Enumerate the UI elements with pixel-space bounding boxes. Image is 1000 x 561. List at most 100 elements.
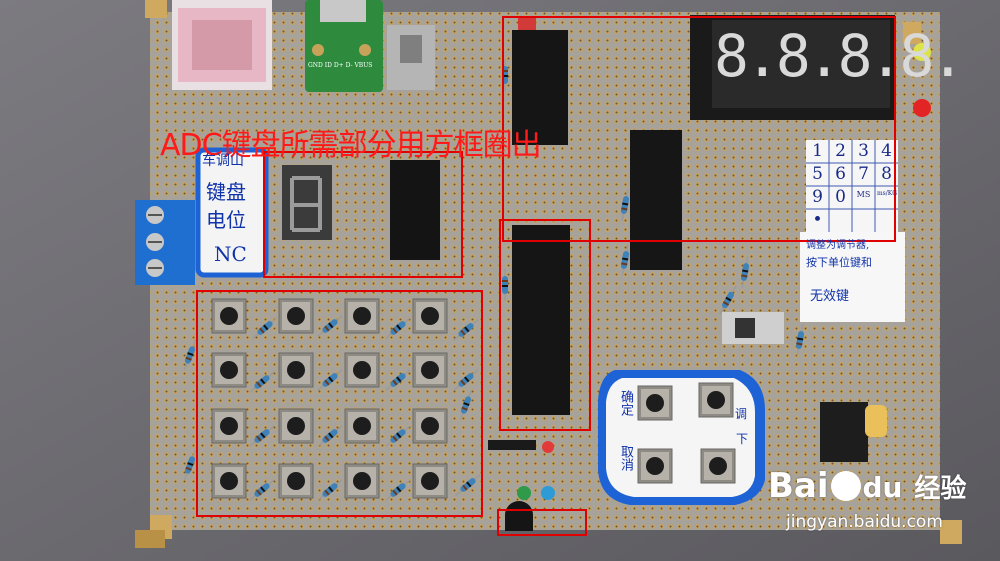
small-dip-ic [390, 160, 440, 260]
left-label-top: 车调山 [202, 153, 244, 169]
keypad-cell: 6 [835, 164, 846, 184]
leds [517, 43, 931, 500]
tactile-button [412, 463, 448, 499]
resistor [453, 369, 479, 391]
resistor [249, 479, 275, 501]
tactile-button [278, 298, 314, 334]
keypad-cell: 8 [881, 164, 892, 184]
note-label-paper [800, 232, 905, 322]
middle-dip-ic [630, 130, 682, 270]
keypad-cell: MS [856, 190, 871, 199]
tactile-button [278, 352, 314, 388]
resistor [317, 369, 343, 391]
annotation-label: ADC键盘所需部分用方框圈出 [160, 128, 542, 163]
tactile-button [344, 408, 380, 444]
keypad-cell: 5 [812, 164, 823, 184]
tactile-button [412, 352, 448, 388]
tactile-button [278, 408, 314, 444]
keypad-cell: 7 [858, 164, 869, 184]
note-line3: 无效键 [810, 289, 850, 304]
microcontroller-ic [512, 225, 570, 415]
note-line2: 按下单位键和 [806, 256, 872, 269]
display-digits: 8.8.8.8. [714, 22, 965, 90]
resistor [620, 244, 630, 276]
resistor [183, 339, 197, 371]
watermark-brand-text: Bai [768, 466, 829, 506]
resistor [795, 324, 805, 356]
single-seven-segment [282, 165, 332, 240]
keypad-cell: 0 [835, 187, 846, 207]
buzzer-module [820, 402, 887, 462]
resistor [252, 317, 278, 339]
note-line1: 调整为调节器, [806, 240, 870, 251]
micro-usb-module [305, 0, 383, 92]
resistor [719, 285, 737, 315]
standoffs [135, 0, 962, 548]
right-mark-2: 调 [735, 407, 748, 421]
tactile-button [344, 352, 380, 388]
tactile-button [344, 463, 380, 499]
watermark-brand-cn: 经验 [914, 474, 967, 504]
resistor [385, 317, 411, 339]
resistor [249, 371, 275, 393]
tactile-button [412, 408, 448, 444]
confirm-label: 确定 [618, 390, 633, 416]
tactile-button [211, 352, 247, 388]
usb-pin-labels: GND ID D+ D- VBUS [308, 62, 373, 69]
resistor [502, 269, 508, 301]
tactile-button [637, 448, 673, 484]
keypad-cell: 9 [812, 187, 823, 207]
keypad-cell: 2 [835, 141, 846, 161]
usb-b-connector [172, 0, 272, 90]
side-switch [722, 312, 784, 344]
resistor [249, 425, 275, 447]
annotation-boxes [196, 16, 896, 536]
pin-header [488, 440, 536, 450]
resistor [740, 256, 750, 288]
keypad-label-paper [806, 140, 898, 232]
keypad-cell: 4 [881, 141, 892, 161]
resistor [183, 449, 197, 481]
top-dip-ic [512, 18, 568, 145]
resistor [455, 474, 481, 496]
resistor [385, 479, 411, 501]
transistor [505, 501, 533, 531]
resistor [459, 389, 473, 421]
four-digit-display [690, 15, 895, 120]
tactile-button [211, 463, 247, 499]
keypad-cell: • [812, 210, 823, 230]
tactile-button-grid [211, 298, 448, 499]
right-tactile-buttons [637, 382, 736, 484]
resistor [385, 369, 411, 391]
tactile-button [637, 385, 673, 421]
tactile-button [211, 298, 247, 334]
resistor [620, 189, 630, 221]
keypad-cell: ms/KG [876, 190, 898, 197]
left-label-line1: 键盘 [206, 180, 246, 204]
cancel-label: 取消 [618, 445, 633, 471]
keypad-cell: 1 [812, 141, 823, 161]
screw-terminal [135, 200, 195, 285]
resistor [317, 425, 343, 447]
watermark-url: jingyan.baidu.com [786, 512, 943, 532]
watermark-brand-suffix: du [862, 471, 903, 504]
tactile-button [698, 382, 734, 418]
tactile-button [211, 408, 247, 444]
left-label-paper [195, 147, 269, 278]
paw-icon [830, 471, 861, 501]
tactile-button [278, 463, 314, 499]
right-mark: 下 [736, 432, 749, 446]
left-label-nc: NC [214, 242, 247, 266]
resistors [183, 59, 805, 501]
resistor [385, 425, 411, 447]
resistor [317, 315, 343, 337]
resistor [453, 319, 479, 341]
tactile-button [700, 448, 736, 484]
keypad-cell: 3 [858, 141, 869, 161]
tactile-button [344, 298, 380, 334]
tactile-button [412, 298, 448, 334]
left-label-line2: 电位 [206, 208, 246, 232]
resistor [317, 479, 343, 501]
